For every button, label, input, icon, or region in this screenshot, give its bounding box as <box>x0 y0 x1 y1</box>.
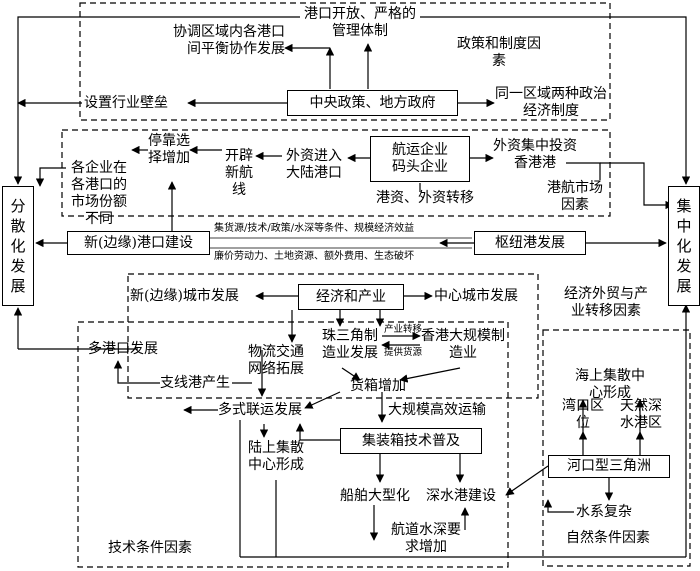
central-gov-box: 中央政策、地方政府 <box>287 90 458 116</box>
center-city-text: 中心城市发展 <box>434 288 518 304</box>
land-hub-text: 陆上集散中心形成 <box>248 440 304 473</box>
market-region-frame <box>61 129 611 217</box>
sea-hub-text: 海上集散中心形成 <box>575 368 645 401</box>
new-city-text: 新(边缘)城市发展 <box>130 288 239 304</box>
feeder-port-text: 支线港产生 <box>160 375 230 391</box>
port-opening-text: 港口开放、严格的管理体制 <box>304 6 416 39</box>
multimodal-text: 多式联运发展 <box>218 402 302 418</box>
shipping-firms-box: 航运企业码头企业 <box>370 136 470 182</box>
shipping-firms-text: 航运企业码头企业 <box>392 142 448 175</box>
estuary-delta-box: 河口型三角洲 <box>548 455 670 478</box>
centralized-pole: 集中化发展 <box>668 186 700 306</box>
large-transport-text: 大规模高效运输 <box>388 402 486 418</box>
ship-large-text: 船舶大型化 <box>340 488 410 504</box>
natural-deep-text: 天然深水港区 <box>620 398 662 431</box>
econ-region-label: 经济外贸与产业转移因素 <box>564 286 648 319</box>
foreign-hk-text: 外资集中投资香港港 <box>493 138 577 171</box>
river-system-text: 水系复杂 <box>576 504 632 520</box>
hub-port-box: 枢纽港发展 <box>474 231 586 255</box>
barrier-text: 设置行业壁垒 <box>84 95 168 111</box>
estuary-delta-text: 河口型三角洲 <box>567 458 651 474</box>
transfer-a-text: 产业转移 <box>384 324 423 335</box>
transfer-text: 港资、外资转移 <box>376 190 474 206</box>
market-region-label: 港航市场因素 <box>547 180 603 213</box>
econ-industry-box: 经济和产业 <box>298 284 404 310</box>
container-growth-text: 货箱增加 <box>350 378 406 394</box>
container-tech-box: 集装箱技术普及 <box>340 428 482 454</box>
lower-factors-text: 廉价劳动力、土地资源、额外费用、生态破坏 <box>214 251 414 262</box>
new-port-box: 新(边缘)港口建设 <box>67 231 210 255</box>
nature-region-frame <box>542 329 691 567</box>
centralized-label: 集中化发展 <box>676 197 692 295</box>
policy-region-label: 政策和制度因素 <box>457 36 541 69</box>
new-port-text: 新(边缘)港口建设 <box>84 234 193 251</box>
market-share-text: 各企业在各港口的市场份额不同 <box>71 160 127 227</box>
multi-port-text: 多港口发展 <box>88 341 158 357</box>
channel-depth-text: 航道水深要求增加 <box>391 522 461 555</box>
call-choice-text: 停靠选择增加 <box>148 133 190 166</box>
policy-region-frame <box>79 2 611 121</box>
coordination-text: 协调区域内各港口间平衡协作发展 <box>173 24 285 57</box>
decentralized-pole: 分散化发展 <box>2 186 34 306</box>
economy-region-frame <box>127 273 539 399</box>
hub-port-text: 枢纽港发展 <box>495 234 565 251</box>
foreign-enter-text: 外资进入大陆港口 <box>286 148 342 181</box>
econ-industry-text: 经济和产业 <box>316 288 386 305</box>
tech-region-label: 技术条件因素 <box>108 540 192 556</box>
two-systems-text: 同一区域两种政治经济制度 <box>495 86 607 119</box>
container-tech-text: 集装箱技术普及 <box>362 432 460 449</box>
upper-factors-text: 集货源/技术/政策/水深等条件、规模经济效益 <box>214 223 415 234</box>
nature-region-label: 自然条件因素 <box>566 530 650 546</box>
hk-mfg-text: 香港大规模制造业 <box>421 328 505 361</box>
bay-location-text: 湾口区位 <box>562 398 604 431</box>
prd-text: 珠三角制造业发展 <box>322 328 378 361</box>
new-routes-text: 开辟新航线 <box>225 148 253 198</box>
logistics-text: 物流交通网络拓展 <box>248 344 304 377</box>
transfer-b-text: 提供货源 <box>384 347 423 358</box>
deepwater-text: 深水港建设 <box>426 488 496 504</box>
tech-region-frame <box>77 321 509 568</box>
decentralized-label: 分散化发展 <box>10 197 26 295</box>
central-gov-text: 中央政策、地方政府 <box>309 94 436 111</box>
